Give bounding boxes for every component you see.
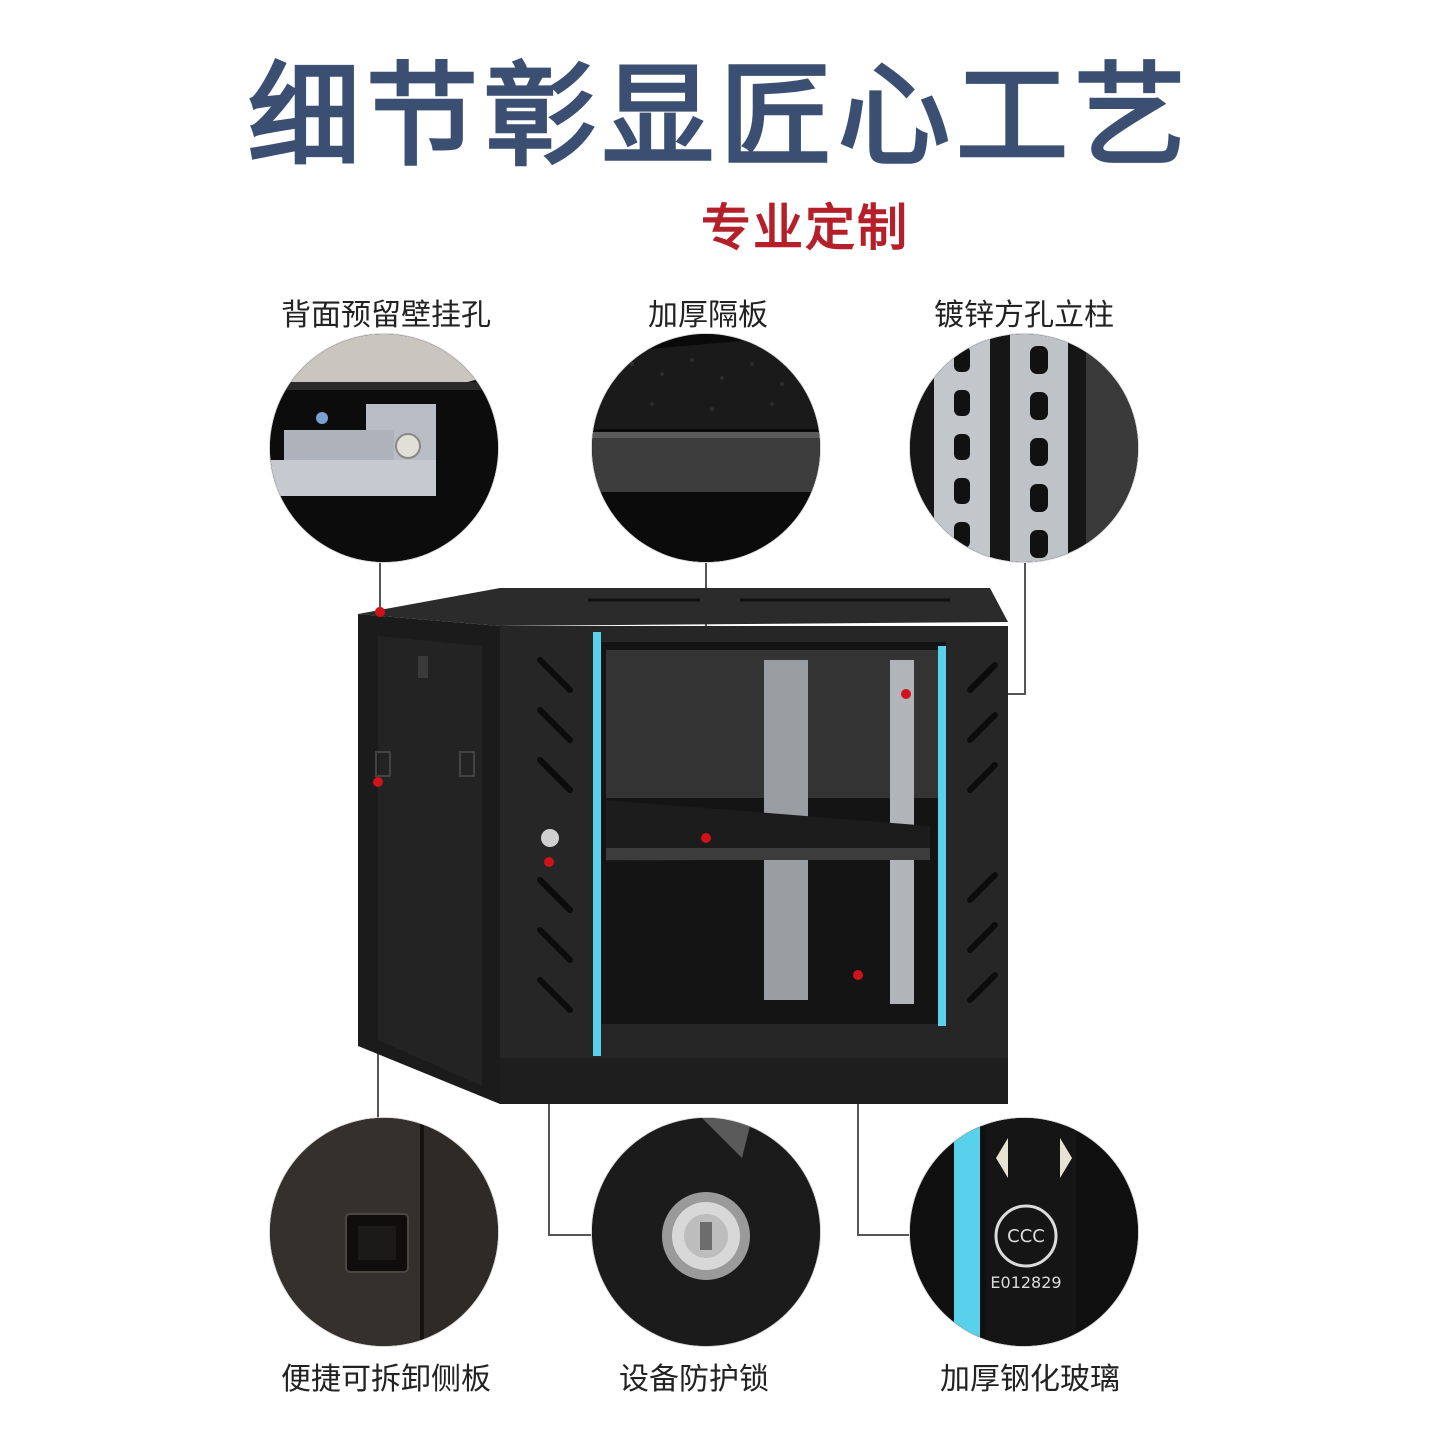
- wall-mount-hole-icon: [270, 334, 498, 562]
- callout-dot-side-panel: [373, 777, 383, 787]
- label-protection-lock: 设备防护锁: [619, 1362, 769, 1397]
- label-tempered-glass: 加厚钢化玻璃: [940, 1362, 1120, 1397]
- callout-dot-wall-mount: [375, 607, 385, 617]
- tempered-glass-icon: CCC E012829: [910, 1118, 1138, 1346]
- label-wall-mount-holes: 背面预留壁挂孔: [281, 298, 491, 333]
- callout-line-posts: [906, 562, 1026, 695]
- label-galvanized-posts: 镀锌方孔立柱: [934, 298, 1114, 333]
- headline: 细节彰显匠心工艺: [248, 52, 1192, 182]
- subtitle: 专业定制: [701, 199, 909, 257]
- square-hole-post-icon: [910, 334, 1138, 562]
- lock-icon: [592, 1118, 820, 1346]
- callout-dot-shelf: [701, 833, 711, 843]
- callout-dot-glass: [853, 970, 863, 980]
- callout-line-glass: [857, 975, 912, 1236]
- glass-cert-mark: CCC: [1007, 1226, 1045, 1247]
- label-removable-side-panel: 便捷可拆卸侧板: [281, 1362, 491, 1397]
- side-panel-latch-icon: [270, 1118, 498, 1346]
- label-thick-shelf: 加厚隔板: [648, 298, 768, 333]
- callout-dot-lock: [544, 857, 554, 867]
- shelf-icon: [592, 334, 820, 562]
- glass-cert-code: E012829: [990, 1273, 1061, 1292]
- callout-line-lock: [548, 862, 598, 1236]
- callout-dot-posts: [901, 689, 911, 699]
